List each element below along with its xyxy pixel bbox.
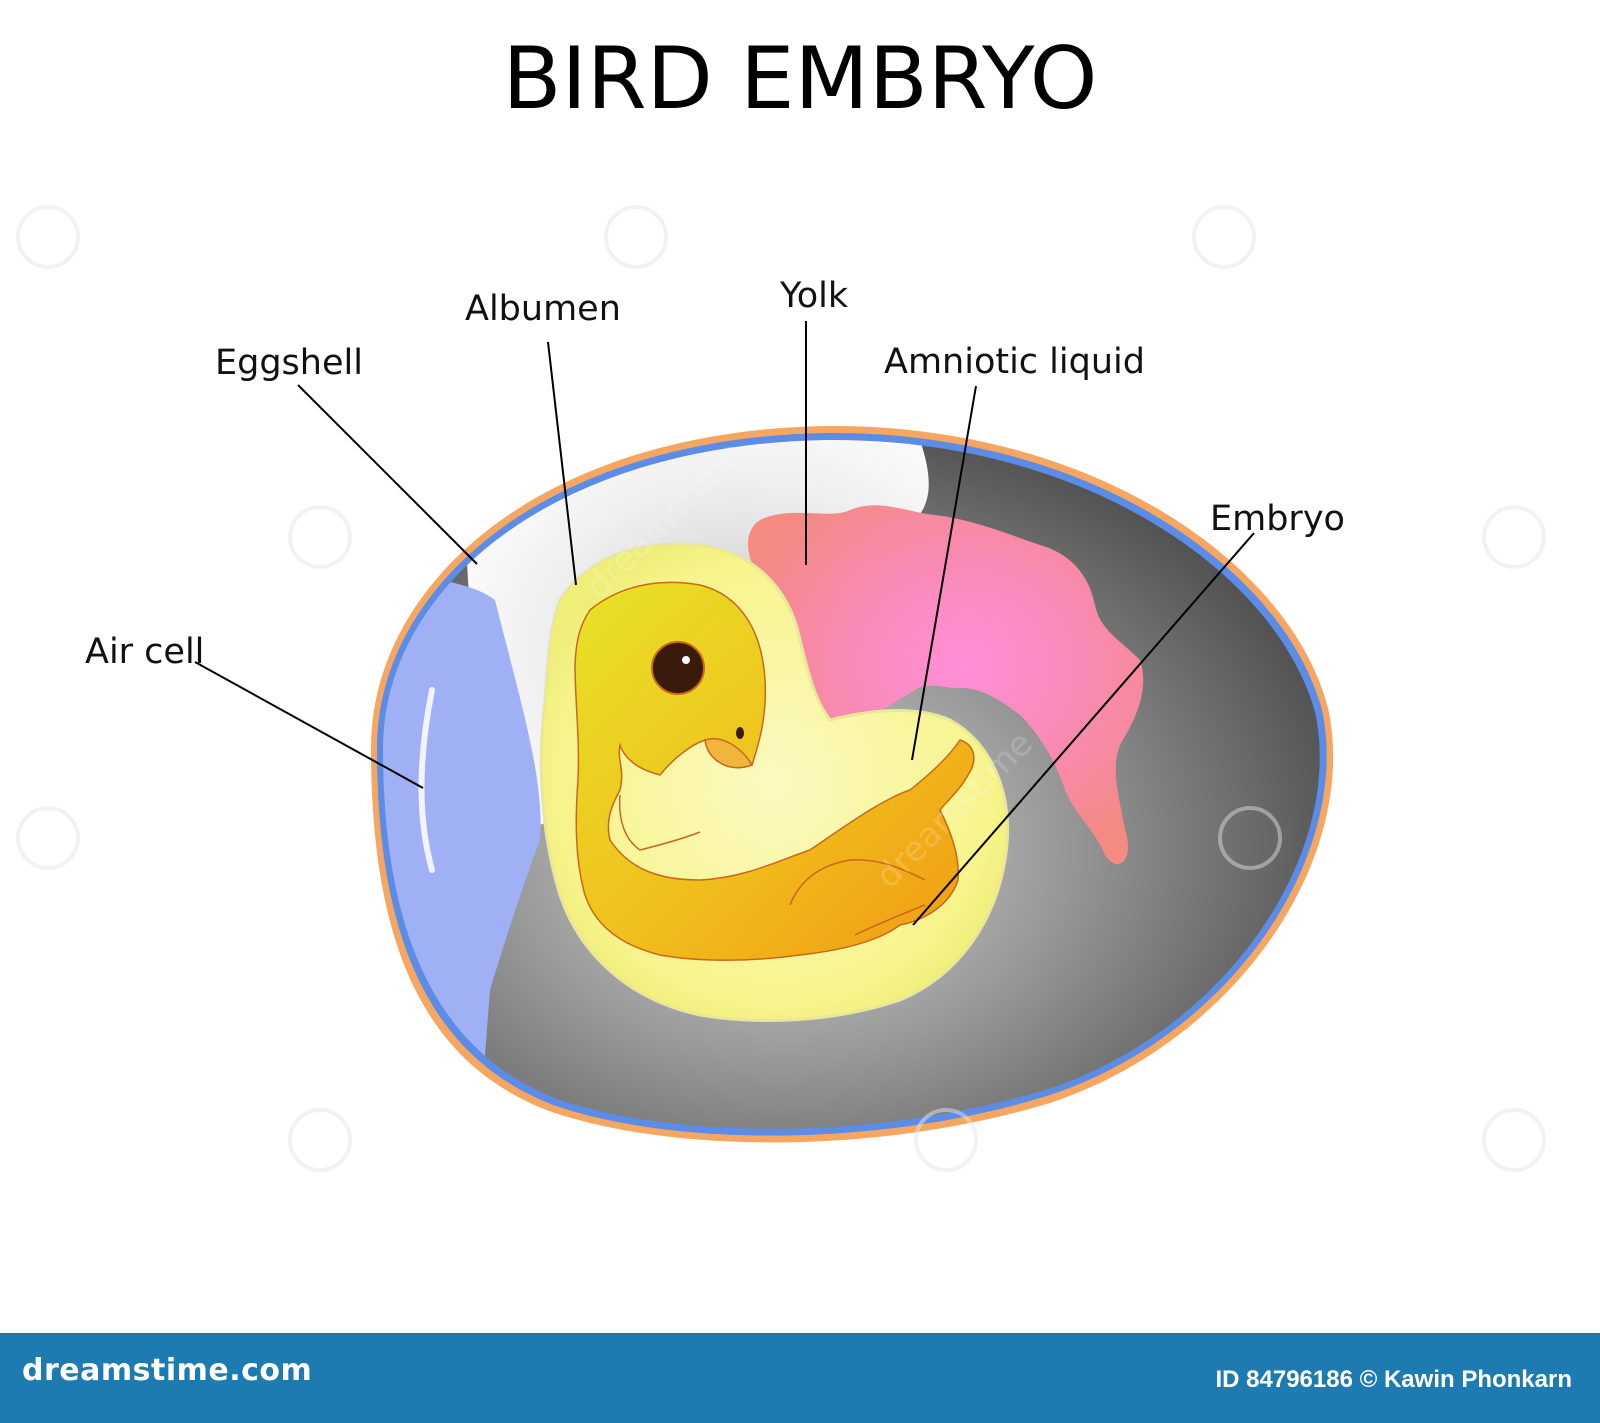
- embryo-nostril: [736, 727, 744, 739]
- albumen-leader: [547, 341, 577, 586]
- embryo-leader: [912, 532, 1255, 926]
- label-albumen: Albumen: [465, 289, 621, 329]
- embryo-eye: [651, 641, 705, 695]
- footer-brand[interactable]: dreamstime.com: [22, 1353, 313, 1388]
- embryo-eye-highlight: [682, 656, 690, 664]
- amniotic-liquid-leader: [911, 385, 977, 761]
- air-cell-leader: [194, 661, 424, 789]
- footer-credit: ID 84796186 © Kawin Phonkarn: [1215, 1366, 1573, 1393]
- label-embryo: Embryo: [1210, 499, 1345, 539]
- embryo-wing: [618, 794, 701, 851]
- diagram-title: BIRD EMBRYO: [503, 29, 1098, 129]
- embryo-beak: [704, 738, 754, 769]
- embryo-leg: [789, 859, 926, 936]
- footer-bar: dreamstime.com ID 84796186 © Kawin Phonk…: [0, 1333, 1600, 1423]
- bird-embryo-diagram: BIRD EMBRYO dreamstime dreams: [16, 29, 1546, 1172]
- label-eggshell: Eggshell: [215, 343, 363, 383]
- label-air-cell: Air cell: [85, 632, 204, 672]
- leader-lines: [194, 321, 1255, 926]
- label-amniotic-liquid: Amniotic liquid: [884, 342, 1145, 382]
- yolk-sac: [748, 505, 1144, 865]
- label-yolk: Yolk: [779, 276, 849, 316]
- eggshell-leader: [297, 384, 478, 565]
